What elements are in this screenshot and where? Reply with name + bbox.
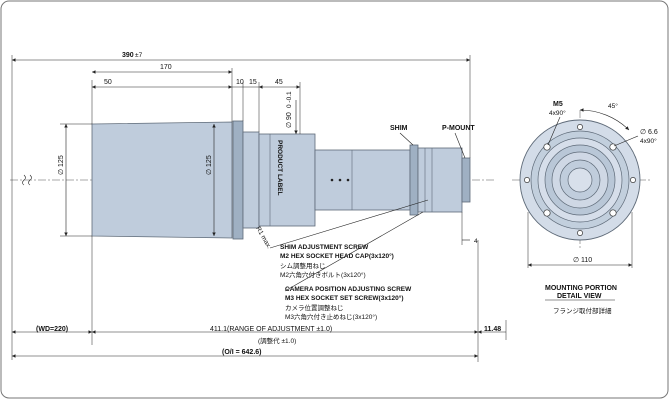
angle-45: 45° — [608, 102, 618, 110]
m5-hole — [543, 143, 551, 151]
shim-screw-spec: M2 HEX SOCKET HEAD CAP(3x120°) — [280, 252, 394, 260]
m5-hole — [609, 209, 617, 217]
lens-barrel — [258, 133, 316, 227]
through-hole — [577, 124, 583, 130]
through-hole — [524, 177, 530, 183]
mounting-detail-view: 45° M5 4x90° ∅ 6.6 4x90° ∅ 110 MOUNTING … — [512, 101, 658, 315]
cam-screw-jp-1: カメラ位置調整ねじ — [285, 303, 344, 312]
diameter-110: ∅ 110 — [573, 257, 592, 264]
bottom-dimensions: (WD=220) 411.1(RANGE OF ADJUSTMENT ±1.0)… — [12, 236, 507, 362]
diameter-90-tolerance: 0 -0.1 — [286, 91, 293, 108]
shim-label: SHIM — [390, 125, 408, 132]
distance-11-48: 11.48 — [484, 326, 501, 333]
product-label: PRODUCT LABEL — [276, 140, 283, 196]
break-mark — [28, 174, 32, 186]
m5-hole — [609, 143, 617, 151]
diameter-125-front: ∅ 125 — [58, 155, 65, 175]
through-hole — [577, 230, 583, 236]
mounting-flange — [232, 120, 244, 240]
gap-4: 4 — [474, 238, 478, 245]
through-hole — [630, 177, 636, 183]
length-15: 15 — [249, 79, 257, 86]
shim-screw-jp-2: M2六角穴付きボルト(3x120°) — [280, 270, 366, 279]
shim-screw-jp-1: シム調整用ねじ — [280, 261, 326, 270]
flange-neck — [242, 131, 260, 229]
lens-side-view: PRODUCT LABEL R1 max. — [10, 120, 495, 250]
detail-title-jp: フランジ取付部詳細 — [553, 306, 612, 315]
cam-screw-jp-2: M3六角穴付き止めねじ(3x120°) — [285, 312, 377, 321]
cam-screw-title: CAMERA POSITION ADJUSTING SCREW — [285, 286, 412, 293]
working-distance: (WD=220) — [36, 326, 68, 333]
diameter-6-6: ∅ 6.6 — [640, 129, 658, 136]
lens-front-cone — [91, 121, 233, 239]
detail-title-1: MOUNTING PORTION — [545, 285, 617, 292]
camera-adapter — [417, 147, 463, 213]
top-dimensions: 390 ±7 170 50 10 15 45 ∅ 90 0 -0.1 ∅ 125… — [11, 52, 478, 360]
length-10: 10 — [236, 79, 244, 86]
p-mount-label: P-MOUNT — [442, 125, 475, 132]
diameter-125-body: ∅ 125 — [206, 155, 213, 175]
detail-title-2: DETAIL VIEW — [557, 293, 602, 300]
object-to-image: (O/I = 642.6) — [222, 349, 262, 356]
overall-length-tolerance: ±7 — [135, 52, 143, 59]
length-50: 50 — [104, 79, 112, 86]
cam-screw-spec: M3 HEX SOCKET SET SCREW(3x120°) — [285, 294, 404, 302]
diameter-90: ∅ 90 — [286, 112, 293, 128]
m5-hole — [543, 209, 551, 217]
diameter-6-6-qty: 4x90° — [640, 137, 657, 145]
adjustment-range: 411.1(RANGE OF ADJUSTMENT ±1.0) — [210, 326, 332, 333]
callouts: SHIM P-MOUNT SHIM ADJUSTMENT SCREW M2 HE… — [269, 125, 475, 321]
m5-qty: 4x90° — [549, 109, 566, 117]
length-45: 45 — [275, 79, 283, 86]
overall-length: 390 — [122, 52, 134, 59]
m5-label: M5 — [553, 101, 563, 108]
shim-screw-title: SHIM ADJUSTMENT SCREW — [280, 244, 369, 251]
break-mark — [22, 174, 26, 186]
adjustment-section — [314, 149, 411, 211]
p-mount — [461, 157, 471, 203]
length-170: 170 — [160, 64, 172, 71]
adjustment-range-jp: (調整代 ±1.0) — [258, 336, 296, 345]
